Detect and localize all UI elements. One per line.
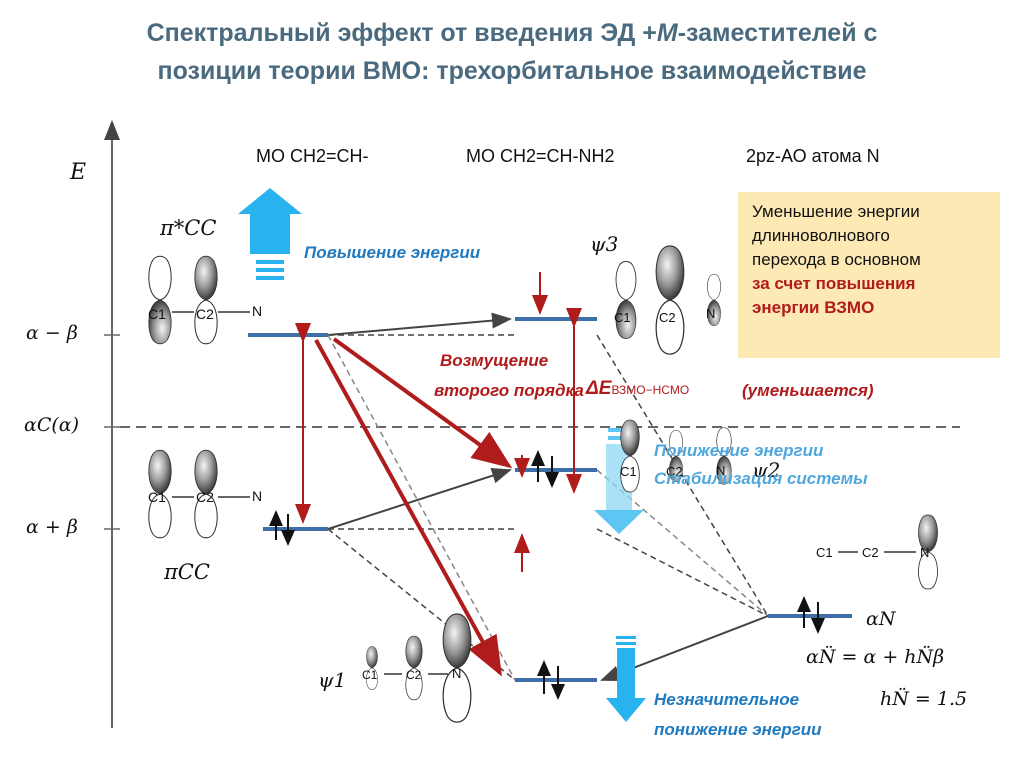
label-alpha-n: αN: [866, 608, 896, 630]
atom-n-label: N: [706, 306, 716, 321]
atom-c2-label: C2: [406, 668, 422, 682]
energy-down-arrow: [594, 428, 644, 534]
annotation-energy-down: Понижение энергии: [654, 441, 824, 460]
orbital-psi3: [615, 245, 721, 355]
atom-c1-label: C1: [148, 489, 166, 505]
atom-c2-label: C2: [862, 545, 879, 560]
atom-c1-label: C1: [816, 545, 833, 560]
perturbation-arrow-long: [314, 339, 502, 677]
atom-c2-label: C2: [196, 489, 214, 505]
level-label-alpha-plus-beta: α + β: [26, 516, 78, 538]
orbital-psi1: [366, 613, 472, 723]
annotation-insignificant-2: понижение энергии: [654, 720, 822, 739]
level-label-alpha-c: αC(α): [24, 414, 80, 436]
label-pi-star: π*CC: [160, 216, 217, 240]
atom-c1-label: C1: [148, 306, 166, 322]
header-vinylamine-mo: МО CH2=CH-NH2: [466, 146, 615, 166]
atom-n-label: N: [716, 463, 726, 478]
page-title: Спектральный эффект от введения ЭД +M-за…: [146, 19, 878, 85]
label-pi: πCC: [164, 560, 210, 584]
electrons-pi: [269, 510, 295, 546]
label-psi3: ψ3: [590, 232, 619, 256]
energy-axis-label: E: [70, 160, 87, 185]
atom-n-label: N: [252, 303, 263, 319]
annotation-decreases: (уменьшается): [742, 381, 874, 400]
annotation-energy-up: Повышение энергии: [304, 243, 481, 262]
label-psi2: ψ2: [752, 458, 781, 482]
energy-up-arrow: [238, 188, 302, 280]
atom-c2-label: C2: [666, 464, 683, 479]
annotation-stabilization: Стабилизация системы: [654, 469, 868, 488]
label-h-value: hN̈ = 1.5: [880, 688, 968, 710]
atom-c1-label: C1: [614, 310, 631, 325]
electrons-alpha-n: [797, 596, 825, 634]
note-box: Уменьшение энергии длинноволнового перех…: [738, 192, 1000, 358]
annotation-delta-e: ΔEВЗМО−НСМО: [586, 378, 690, 399]
atom-c2-label: C2: [659, 310, 676, 325]
orbital-pi: [148, 449, 250, 539]
annotation-insignificant-1: Незначительное: [654, 690, 800, 709]
label-psi1: ψ1: [318, 668, 347, 692]
atom-n-label: N: [252, 488, 263, 504]
header-vinyl-mo: МО CH2=CH-: [256, 146, 369, 166]
atom-n-label: N: [452, 666, 462, 681]
header-n-ao: 2pz-АО атома N: [746, 146, 880, 166]
electrons-psi2: [531, 450, 559, 488]
atom-c2-label: C2: [196, 306, 214, 322]
annotation-perturbation-2: второго порядка: [434, 381, 584, 400]
orbital-pi-star: [148, 255, 250, 345]
level-label-alpha-minus-beta: α − β: [26, 322, 78, 344]
annotation-perturbation-1: Возмущение: [440, 351, 549, 370]
atom-c1-label: C1: [362, 668, 378, 682]
perturbation-arrow-short: [332, 337, 513, 469]
insignificant-down-arrow: [606, 636, 646, 722]
orbital-n-2pz: [838, 514, 938, 590]
atom-n-label: N: [920, 545, 930, 560]
electrons-psi1: [537, 660, 565, 700]
atom-c1-label: C1: [620, 464, 637, 479]
label-alpha-n-equation: αN̈ = α + hN̈β: [806, 646, 945, 668]
